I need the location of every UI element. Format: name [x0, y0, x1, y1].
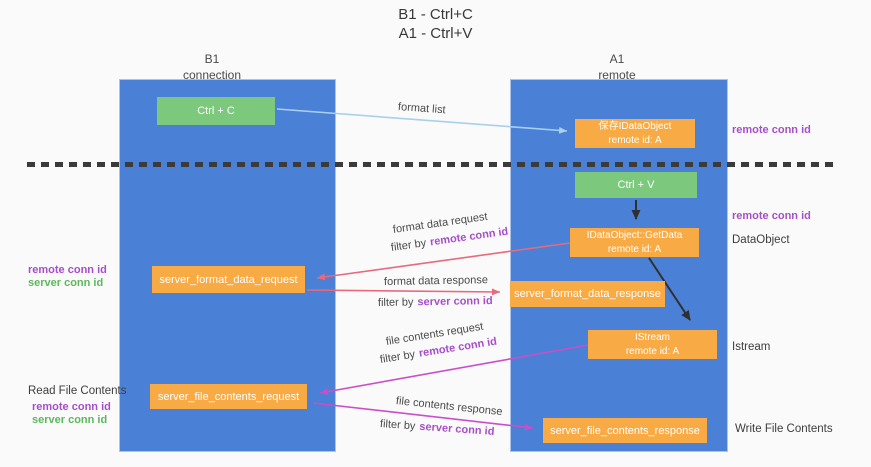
node-istream-line1: IStream	[634, 331, 670, 343]
filter-prefix: filter by	[390, 237, 427, 254]
filter-key-server-conn-id: server conn id	[417, 294, 493, 309]
node-idataobject-getdata-line2: remote id: A	[607, 243, 662, 255]
filter-prefix: filter by	[379, 418, 416, 433]
node-istream-line2: remote id: A	[625, 345, 680, 357]
filter-prefix: filter by	[379, 348, 416, 366]
node-ctrl-v: Ctrl + V	[575, 172, 697, 198]
node-server-file-contents-request-label: server_file_contents_request	[157, 390, 300, 403]
node-server-format-data-response-label: server_format_data_response	[514, 288, 661, 300]
lane-b1-name: B1	[204, 52, 220, 66]
annotation-server-conn-id-left-mid: server conn id	[28, 277, 104, 289]
annotation-remote-conn-id-right-top: remote conn id	[732, 124, 811, 136]
annotation-server-conn-id-left-bottom: server conn id	[32, 414, 108, 426]
node-server-file-contents-response-label: server_file_contents_response	[550, 424, 700, 437]
node-ctrl-c-label: Ctrl + C	[197, 105, 235, 117]
lane-a1-name: A1	[609, 52, 625, 66]
node-ctrl-c: Ctrl + C	[157, 97, 275, 125]
node-idataobject-getdata-line1: IDataObject::GetData	[586, 229, 683, 241]
node-save-idataobject-line1: 保存IDataObject	[598, 120, 672, 132]
filter-key-server-conn-id: server conn id	[418, 420, 495, 438]
node-save-idataobject-line2: remote id: A	[608, 134, 662, 146]
diagram-title: B1 - Ctrl+C A1 - Ctrl+V	[0, 6, 871, 44]
lane-a1-role: remote	[598, 67, 636, 82]
annotation-write-file-contents: Write File Contents	[735, 423, 833, 435]
label-format-list: format list	[397, 101, 446, 117]
annotation-remote-conn-id-left-mid: remote conn id	[28, 264, 107, 276]
annotation-read-file-contents: Read File Contents	[28, 385, 127, 397]
lane-header-a1: A1 remote	[547, 52, 687, 83]
diagram-title-line1: B1 - Ctrl+C	[398, 6, 473, 23]
node-ctrl-v-label: Ctrl + V	[617, 179, 655, 191]
node-idataobject-getdata: IDataObject::GetData remote id: A	[570, 228, 699, 257]
node-server-format-data-request: server_format_data_request	[152, 266, 305, 293]
annotation-remote-conn-id-left-bottom: remote conn id	[32, 401, 111, 413]
node-server-format-data-request-label: server_format_data_request	[159, 273, 298, 286]
node-save-idataobject: 保存IDataObject remote id: A	[575, 119, 695, 148]
annotation-dataobject: DataObject	[732, 234, 790, 246]
node-server-format-data-response: server_format_data_response	[510, 281, 665, 307]
label-file-contents-response: file contents response	[395, 395, 504, 419]
clipboard-boundary-dashed-line	[27, 162, 835, 167]
annotation-istream: Istream	[732, 341, 771, 353]
diagram-title-line2: A1 - Ctrl+V	[398, 24, 473, 42]
node-server-file-contents-request: server_file_contents_request	[150, 384, 307, 409]
lane-header-b1: B1 connection	[142, 52, 282, 83]
filter-prefix: filter by	[377, 296, 414, 309]
lane-b1-role: connection	[182, 67, 242, 82]
node-istream: IStream remote id: A	[588, 330, 717, 359]
node-server-file-contents-response: server_file_contents_response	[543, 418, 707, 443]
label-format-data-response: format data response	[383, 274, 489, 288]
annotation-remote-conn-id-right-mid: remote conn id	[732, 210, 811, 222]
